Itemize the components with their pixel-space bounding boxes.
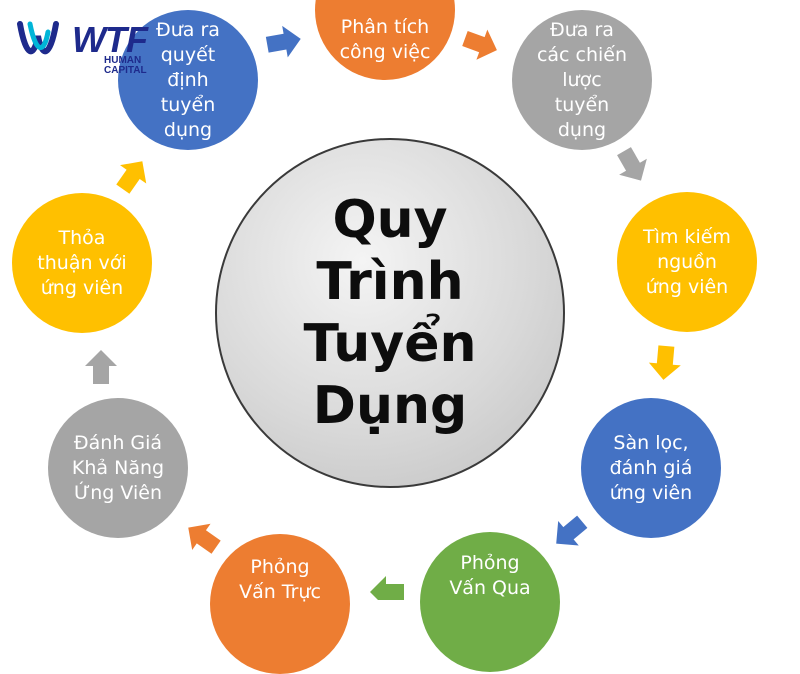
step-job-analysis: Phân tích công việc (315, 0, 455, 80)
step-recruitment-strategy-label: Đưa ra các chiến lược tuyển dụng (536, 18, 628, 141)
step-agreement-label: Thỏa thuận với ứng viên (37, 226, 127, 299)
center-circle: Quy Trình Tuyển Dụng (215, 138, 565, 488)
step-agreement: Thỏa thuận với ứng viên (12, 193, 152, 333)
arrow-3 (617, 147, 647, 181)
arrow-8 (85, 350, 117, 384)
step-interview-direct-label: Phỏng Vấn Trực (239, 556, 321, 603)
recruitment-process-diagram: Phân tích công việc Đưa ra các chiến lượ… (12, 0, 757, 674)
center-title: Quy Trình Tuyển Dụng (303, 190, 477, 436)
step-interview-remote-label: Phỏng Vấn Qua (449, 552, 531, 599)
step-interview-remote: Phỏng Vấn Qua (420, 532, 560, 672)
arrow-6 (370, 576, 404, 600)
arrow-4 (648, 345, 681, 380)
step-assess-candidates: Đánh Giá Khả Năng Ứng Viên (48, 398, 188, 538)
step-job-analysis-label: Phân tích công việc (339, 16, 431, 63)
logo-mark-icon (17, 21, 59, 55)
arrow-1 (265, 25, 301, 58)
step-assess-candidates-label: Đánh Giá Khả Năng Ứng Viên (71, 431, 165, 504)
step-hiring-decision: Đưa ra quyết định tuyển dụng (118, 10, 258, 150)
step-find-candidates-label: Tìm kiếm nguồn ứng viên (643, 225, 731, 298)
step-hiring-decision-label: Đưa ra quyết định tuyển dụng (156, 18, 220, 141)
step-recruitment-strategy: Đưa ra các chiến lược tuyển dụng (512, 10, 652, 150)
arrow-2 (462, 29, 497, 60)
step-find-candidates: Tìm kiếm nguồn ứng viên (617, 192, 757, 332)
arrow-7 (188, 523, 221, 554)
logo-wordmark: WTF (72, 19, 148, 60)
arrow-5 (556, 515, 588, 546)
wtf-logo: WTF HUMAN CAPITAL (16, 18, 166, 80)
arrow-9 (116, 161, 147, 194)
logo-tagline: HUMAN CAPITAL (104, 55, 147, 76)
step-screen-candidates: Sàn lọc, đánh giá ứng viên (581, 398, 721, 538)
step-interview-direct: Phỏng Vấn Trực (210, 534, 350, 674)
step-screen-candidates-label: Sàn lọc, đánh giá ứng viên (609, 431, 693, 504)
